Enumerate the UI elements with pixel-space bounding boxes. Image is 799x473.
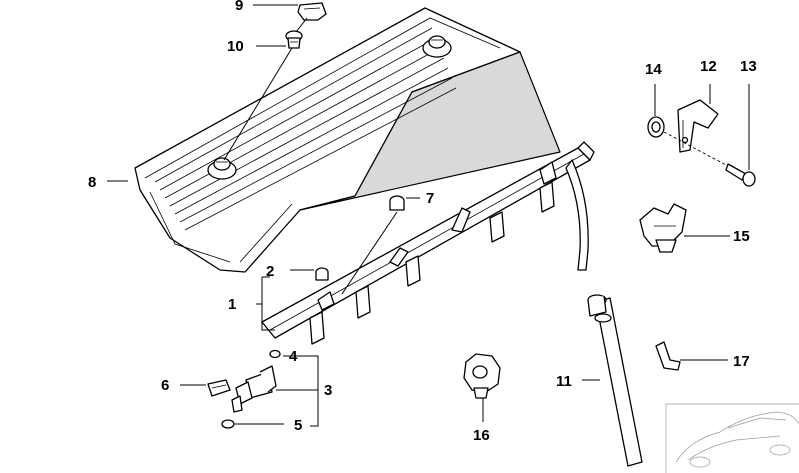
- cap-part-2: [315, 267, 329, 281]
- fuel-line-part-11: [587, 294, 643, 467]
- callout-2: 2: [266, 263, 274, 280]
- cap-part-7: [389, 195, 405, 211]
- callout-6: 6: [161, 377, 169, 394]
- cover-grommet-front: [207, 157, 237, 180]
- clip-part-6: [207, 379, 231, 397]
- callout-13: 13: [740, 58, 757, 75]
- clip-part-16: [463, 353, 501, 399]
- clip-part-15: [639, 203, 687, 253]
- screw-part-13: [725, 163, 756, 187]
- vehicle-thumbnail: [665, 403, 799, 473]
- o-ring-part-5: [221, 419, 235, 429]
- callout-7: 7: [426, 190, 434, 207]
- callout-10: 10: [227, 38, 244, 55]
- callout-5: 5: [294, 417, 302, 434]
- callout-12: 12: [700, 58, 717, 75]
- callout-8: 8: [88, 174, 96, 191]
- callout-15: 15: [733, 228, 750, 245]
- callout-4: 4: [289, 348, 298, 365]
- callout-16: 16: [473, 427, 490, 444]
- bracket-part-12: [677, 99, 719, 153]
- nut-part-9: [297, 2, 327, 21]
- callout-1: 1: [228, 296, 236, 313]
- callout-9: 9: [235, 0, 243, 14]
- cover-grommet-rear: [422, 35, 452, 58]
- engine-cover: [134, 7, 561, 273]
- bolt-part-10: [285, 30, 303, 49]
- callout-14: 14: [645, 61, 662, 78]
- callout-11: 11: [556, 373, 572, 390]
- callout-17: 17: [733, 353, 750, 370]
- clip-part-17: [655, 341, 681, 371]
- callout-3: 3: [324, 382, 332, 399]
- o-ring-part-4: [269, 349, 281, 359]
- grommet-part-14: [647, 116, 665, 138]
- injector-part-3: [231, 365, 277, 413]
